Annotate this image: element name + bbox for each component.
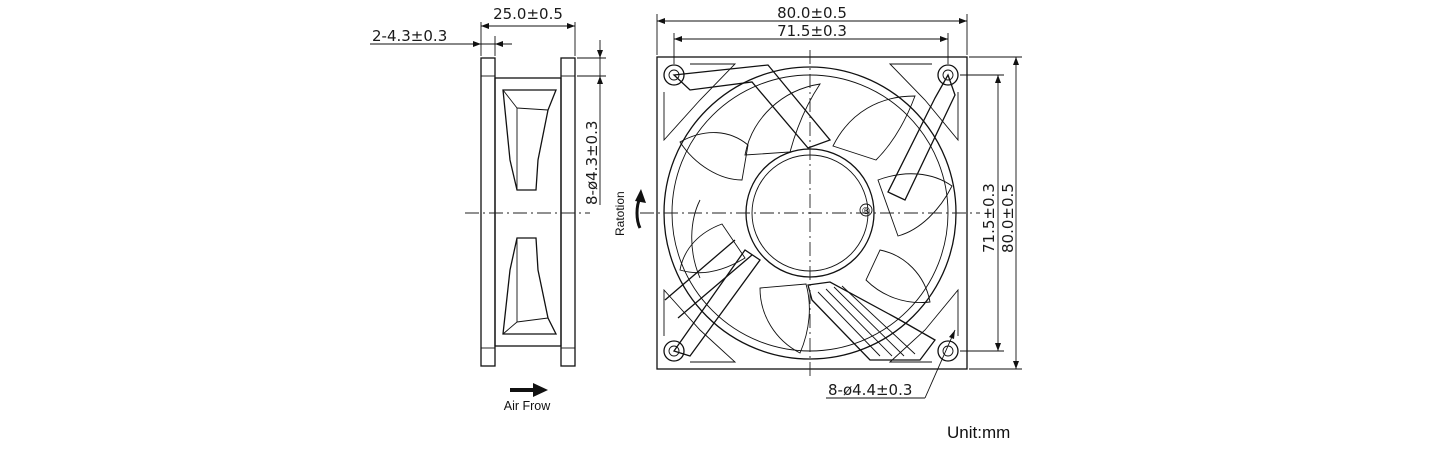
registered-mark: ® bbox=[861, 206, 871, 217]
airflow-label: Air Frow bbox=[504, 399, 552, 413]
cable-channel bbox=[807, 281, 936, 361]
fan-blades bbox=[679, 83, 953, 354]
side-hole-dim: 8-ø4.3±0.3 bbox=[583, 121, 601, 205]
side-view: 25.0±0.5 2-4.3±0.3 8-ø4.3±0.3 Air Frow bbox=[370, 5, 606, 413]
rotation-arrow-icon bbox=[635, 189, 646, 229]
struts bbox=[664, 64, 956, 357]
mount-hole-dim: 8-ø4.4±0.3 bbox=[828, 381, 912, 399]
mount-holes bbox=[663, 64, 959, 362]
front-width-outer-dim: 80.0±0.5 bbox=[777, 4, 847, 22]
airflow-arrow-icon bbox=[510, 383, 548, 397]
front-height-outer-dim: 80.0±0.5 bbox=[999, 183, 1017, 253]
front-width-pitch-dim: 71.5±0.3 bbox=[777, 22, 847, 40]
side-width-dim: 25.0±0.5 bbox=[493, 5, 563, 23]
rotation-label: Ratotion bbox=[613, 191, 627, 236]
side-flange-dim: 2-4.3±0.3 bbox=[372, 27, 447, 45]
unit-label: Unit:mm bbox=[947, 423, 1010, 442]
front-height-pitch-dim: 71.5±0.3 bbox=[980, 183, 998, 253]
front-view: ® 80.0±0.5 71.5±0.3 71.5±0.3 80.0±0.5 Ra… bbox=[613, 4, 1022, 399]
